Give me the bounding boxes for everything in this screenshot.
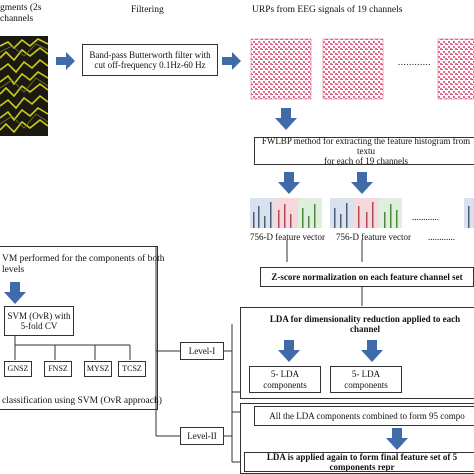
ellipsis-urp: ............ <box>398 57 431 67</box>
svm-ovr-box: SVM (OvR) with 5-fold CV <box>4 306 74 336</box>
fwlbp-box: FWLBP method for extracting the feature … <box>254 137 474 165</box>
class-box-mysz: MYSZ <box>84 361 112 377</box>
feature-histogram-3 <box>464 198 474 228</box>
feature-histogram-1 <box>250 198 322 228</box>
feature-histogram-2 <box>330 198 402 228</box>
filter-box: Band-pass Butterworth filter with cut of… <box>82 44 218 76</box>
urps-heading: URPs from EEG signals of 19 channels <box>252 5 402 16</box>
arrow-down-icon <box>278 172 300 194</box>
class-box-tcsz: TCSZ <box>118 361 146 377</box>
zscore-box: Z-score normalization on each feature ch… <box>260 267 474 287</box>
eeg-signal-image <box>0 36 48 136</box>
urp-matrix-3 <box>438 39 474 99</box>
class-box-fnsz: FNSZ <box>44 361 72 377</box>
svm-components-text: VM performed for the components of both … <box>2 254 165 275</box>
arrow-right-icon <box>56 52 75 70</box>
feature-vector-label-2: 756-D feature vector <box>336 232 411 242</box>
classification-caption: classification using SVM (OvR approach) <box>2 396 162 407</box>
urp-matrices <box>250 38 474 100</box>
arrow-right-icon <box>222 52 241 70</box>
final-lda-box: LDA is applied again to form final featu… <box>244 452 474 472</box>
urp-matrix-2 <box>323 39 383 99</box>
level-1-label: Level-I <box>180 342 224 360</box>
filtering-heading: Filtering <box>131 5 164 16</box>
level-2-label: Level-II <box>180 427 224 445</box>
ellipsis-histogram: ............ <box>412 212 439 222</box>
lda-components-box-2: 5- LDA components <box>330 366 402 393</box>
segments-heading: gments (2s channels <box>0 3 41 24</box>
feature-histograms <box>250 198 474 228</box>
ellipsis-feature-vector: ............ <box>428 232 455 242</box>
lda-reduction-box: LDA for dimensionality reduction applied… <box>256 314 474 334</box>
arrow-down-icon <box>275 108 297 130</box>
feature-vector-label-1: 756-D feature vector <box>250 232 325 242</box>
lda-components-box-1: 5- LDA components <box>249 366 321 393</box>
combined-box: All the LDA components combined to form … <box>254 406 474 426</box>
class-box-gnsz: GNSZ <box>4 361 32 377</box>
urp-matrix-1 <box>251 39 311 99</box>
arrow-down-icon <box>351 172 373 194</box>
